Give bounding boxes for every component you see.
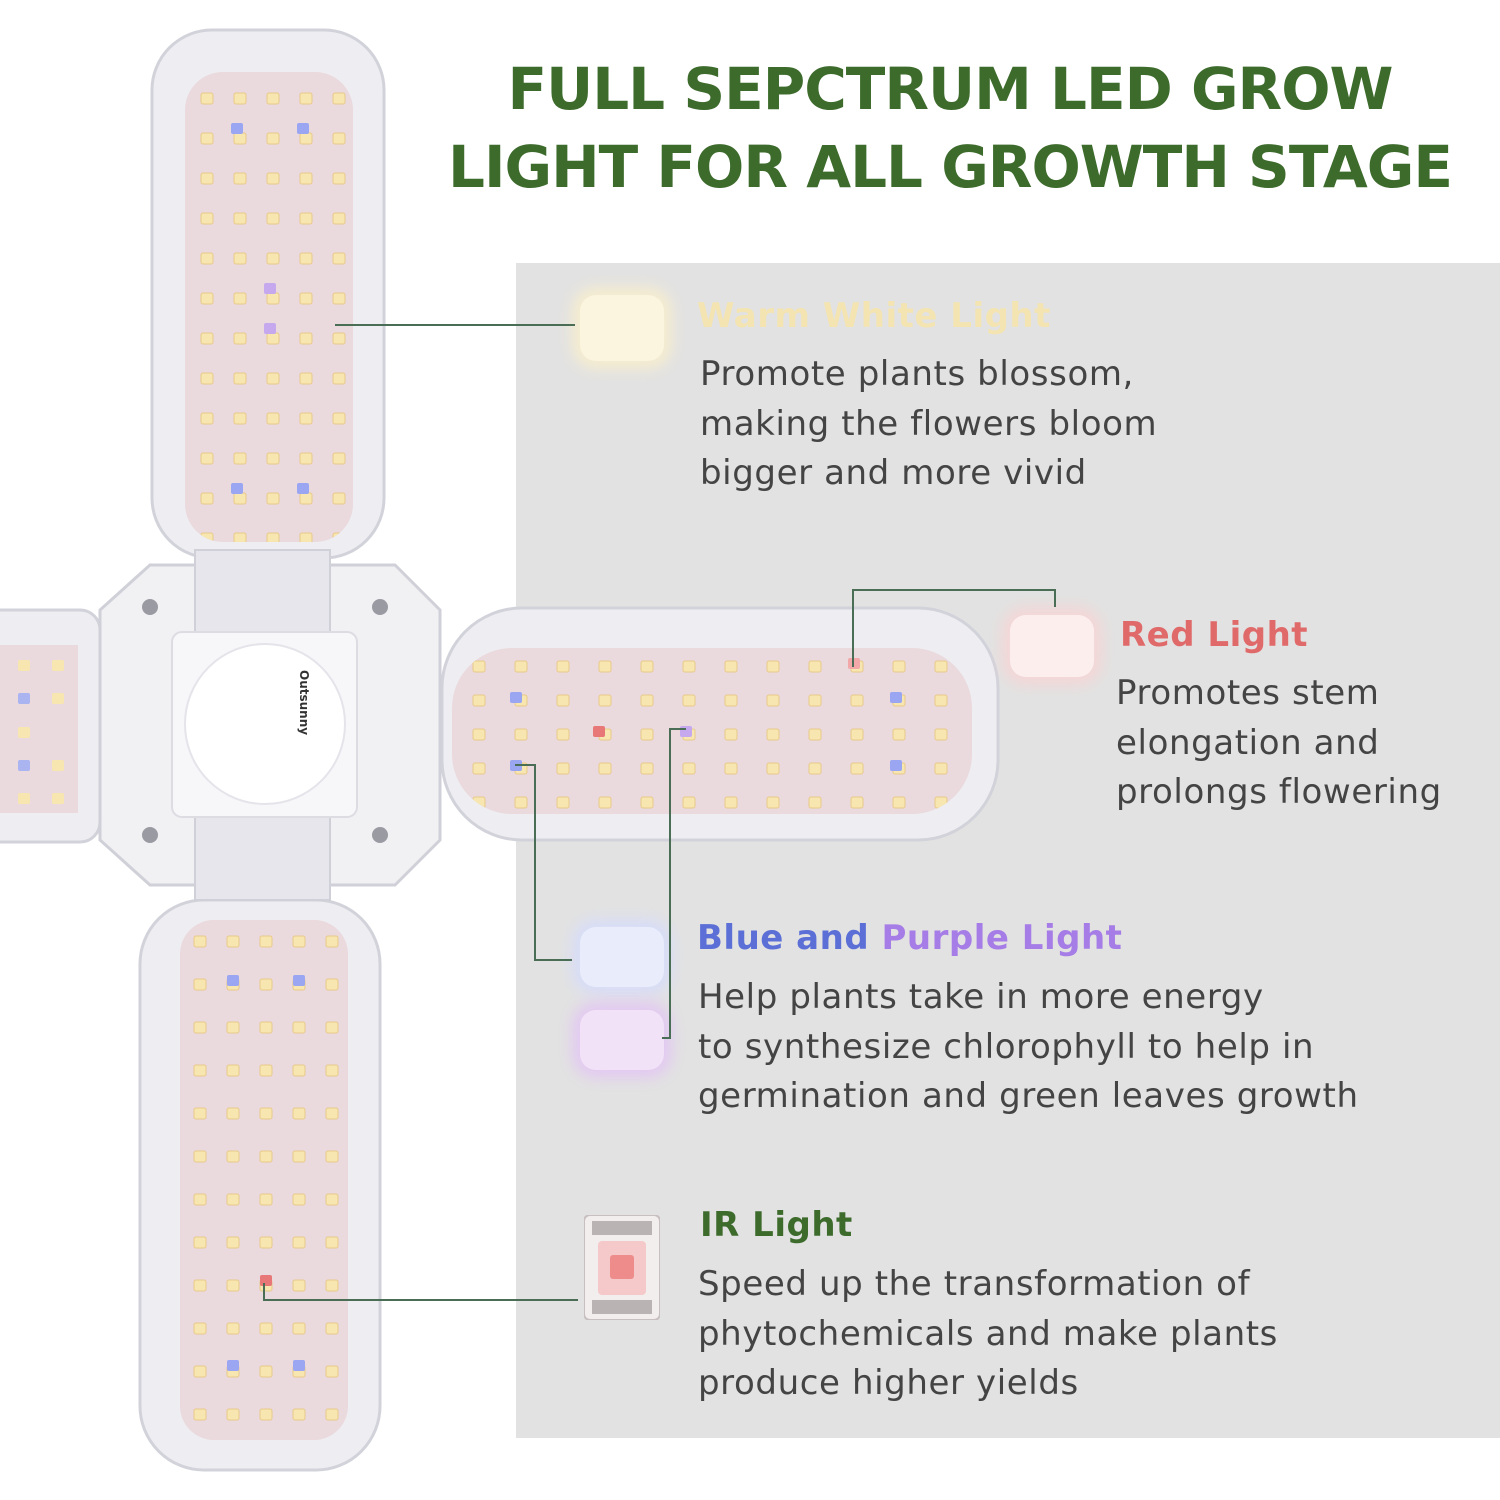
blue-desc-line-3: germination and green leaves growth: [698, 1076, 1359, 1116]
blue-purple-description: Help plants take in more energy to synth…: [698, 973, 1359, 1122]
ir-light-heading: IR Light: [700, 1205, 853, 1245]
warm-desc-line-1: Promote plants blossom,: [700, 354, 1134, 394]
blue-desc-line-1: Help plants take in more energy: [698, 977, 1264, 1017]
warm-desc-line-2: making the flowers bloom: [700, 403, 1158, 444]
central-hub: Outsunny: [98, 549, 442, 901]
red-swatch: [1010, 615, 1094, 677]
red-desc-line-1: Promotes stem: [1116, 673, 1380, 713]
purple-heading-part: Purple Light: [881, 918, 1123, 958]
red-desc-line-3: prolongs flowering: [1116, 772, 1442, 812]
left-arm: [0, 608, 102, 844]
blue-swatch: [580, 927, 664, 987]
title-line-2: LIGHT FOR ALL GROWTH STAGE: [447, 133, 1453, 201]
blue-heading-part: Blue and: [697, 918, 870, 958]
red-light-description: Promotes stem elongation and prolongs fl…: [1116, 669, 1442, 818]
warm-white-description: Promote plants blossom, making the flowe…: [700, 350, 1157, 499]
red-light-heading: Red Light: [1120, 615, 1309, 655]
warm-desc-line-3: bigger and more vivid: [700, 453, 1087, 493]
blue-desc-line-2: to synthesize chlorophyll to help in: [698, 1026, 1315, 1067]
page-title: FULL SEPCTRUM LED GROW LIGHT FOR ALL GRO…: [430, 50, 1470, 206]
ir-led-chip-icon: [584, 1215, 660, 1320]
title-line-1: FULL SEPCTRUM LED GROW: [507, 55, 1394, 123]
blue-purple-heading: Blue and Purple Light: [697, 918, 1122, 958]
ir-desc-line-2: phytochemicals and make plants: [698, 1313, 1278, 1354]
top-arm: [150, 28, 386, 560]
ir-light-description: Speed up the transformation of phytochem…: [698, 1260, 1278, 1409]
purple-swatch: [580, 1010, 664, 1070]
right-arm: [440, 606, 1000, 842]
ir-desc-line-1: Speed up the transformation of: [698, 1264, 1251, 1304]
warm-white-swatch: [580, 295, 664, 361]
warm-white-heading: Warm White Light: [697, 296, 1051, 336]
bottom-arm: [138, 898, 382, 1472]
red-desc-line-2: elongation and: [1116, 722, 1380, 763]
ir-desc-line-3: produce higher yields: [698, 1363, 1079, 1403]
brand-logo: Outsunny: [297, 670, 311, 735]
